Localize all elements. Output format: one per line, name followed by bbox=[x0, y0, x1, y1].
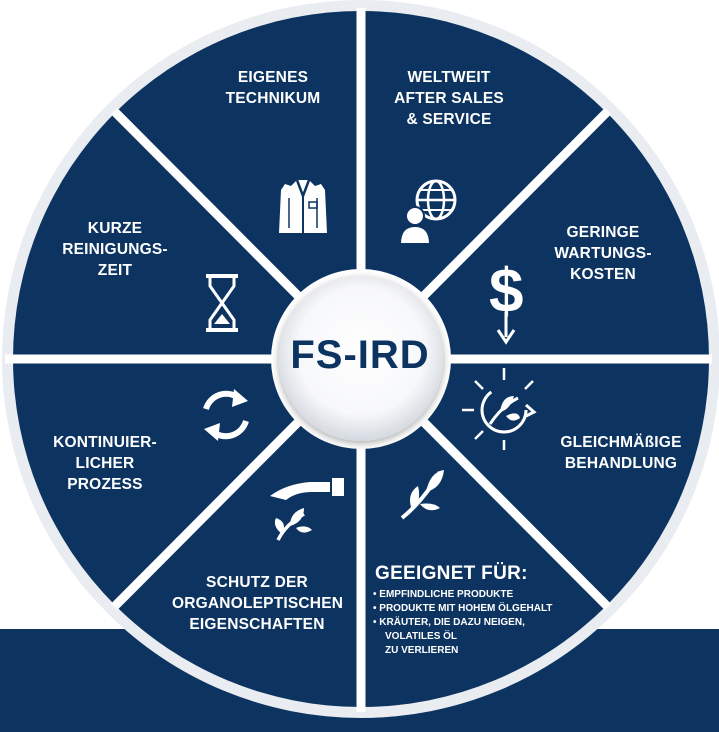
segment-line: KONTINUIER- bbox=[53, 434, 157, 451]
segment-line: ZEIT bbox=[97, 262, 133, 279]
hand-leaf-icon bbox=[270, 478, 344, 541]
segment-line: GLEICHMÄßIGE bbox=[560, 434, 682, 451]
segment-line: GERINGE bbox=[566, 224, 640, 241]
segment-line: SCHUTZ DER bbox=[206, 574, 308, 591]
segment-line: ORGANOLEPTISCHEN bbox=[172, 595, 344, 612]
segment-line: PROZESS bbox=[67, 476, 143, 493]
hourglass-icon bbox=[206, 274, 238, 332]
segment-reinigung-label: KURZE REINIGUNGS- ZEIT bbox=[45, 218, 185, 281]
segment-line: WARTUNGS- bbox=[554, 245, 652, 262]
segment-line: & SERVICE bbox=[406, 111, 492, 128]
segment-line: EIGENSCHAFTEN bbox=[189, 616, 325, 633]
segment-line: LICHER bbox=[75, 455, 135, 472]
segment-technikum-label: EIGENES TECHNIKUM bbox=[213, 67, 333, 109]
segment-line: BEHANDLUNG bbox=[564, 455, 678, 472]
segment-kontinuierlich-label: KONTINUIER- LICHER PROZESS bbox=[40, 432, 170, 495]
globe-person-icon bbox=[398, 179, 457, 245]
segment-wartung-label: GERINGE WARTUNGS- KOSTEN bbox=[543, 222, 663, 285]
segment-geeignet-title: GEEIGNET FÜR: bbox=[375, 563, 528, 584]
cycle-arrows-icon bbox=[203, 389, 249, 441]
segment-line: KOSTEN bbox=[570, 266, 636, 283]
segment-line: TECHNIKUM bbox=[225, 90, 321, 107]
segment-line: KURZE bbox=[87, 220, 143, 237]
segment-line: REINIGUNGS- bbox=[62, 241, 168, 258]
segment-line: WELTWEIT bbox=[407, 69, 491, 86]
center-hub bbox=[279, 277, 443, 441]
lab-coat-icon bbox=[279, 179, 327, 233]
list-item: • EMPFINDLICHE PRODUKTE bbox=[373, 589, 514, 600]
segment-schutz-label: SCHUTZ DER ORGANOLEPTISCHEN EIGENSCHAFTE… bbox=[172, 572, 344, 635]
list-item: • PRODUKTE MIT HOHEM ÖLGEHALT bbox=[373, 603, 553, 614]
segment-line: AFTER SALES bbox=[394, 90, 504, 107]
segment-geeignet-list: • EMPFINDLICHE PRODUKTE • PRODUKTE MIT H… bbox=[373, 588, 552, 658]
sun-leaf-icon bbox=[462, 368, 537, 450]
list-item: • KRÄUTER, DIE DAZU NEIGEN, bbox=[373, 617, 525, 628]
dollar-down-icon: $ bbox=[489, 257, 523, 345]
list-item: VOLATILES ÖL bbox=[385, 631, 458, 642]
segment-after-sales-label: WELTWEIT AFTER SALES & SERVICE bbox=[384, 67, 514, 130]
segment-behandlung-label: GLEICHMÄßIGE BEHANDLUNG bbox=[546, 432, 696, 474]
leaf-icon bbox=[400, 470, 444, 520]
segment-line: EIGENES bbox=[237, 69, 309, 86]
center-title: FS-IRD bbox=[290, 333, 430, 377]
list-item: ZU VERLIEREN bbox=[385, 645, 459, 656]
